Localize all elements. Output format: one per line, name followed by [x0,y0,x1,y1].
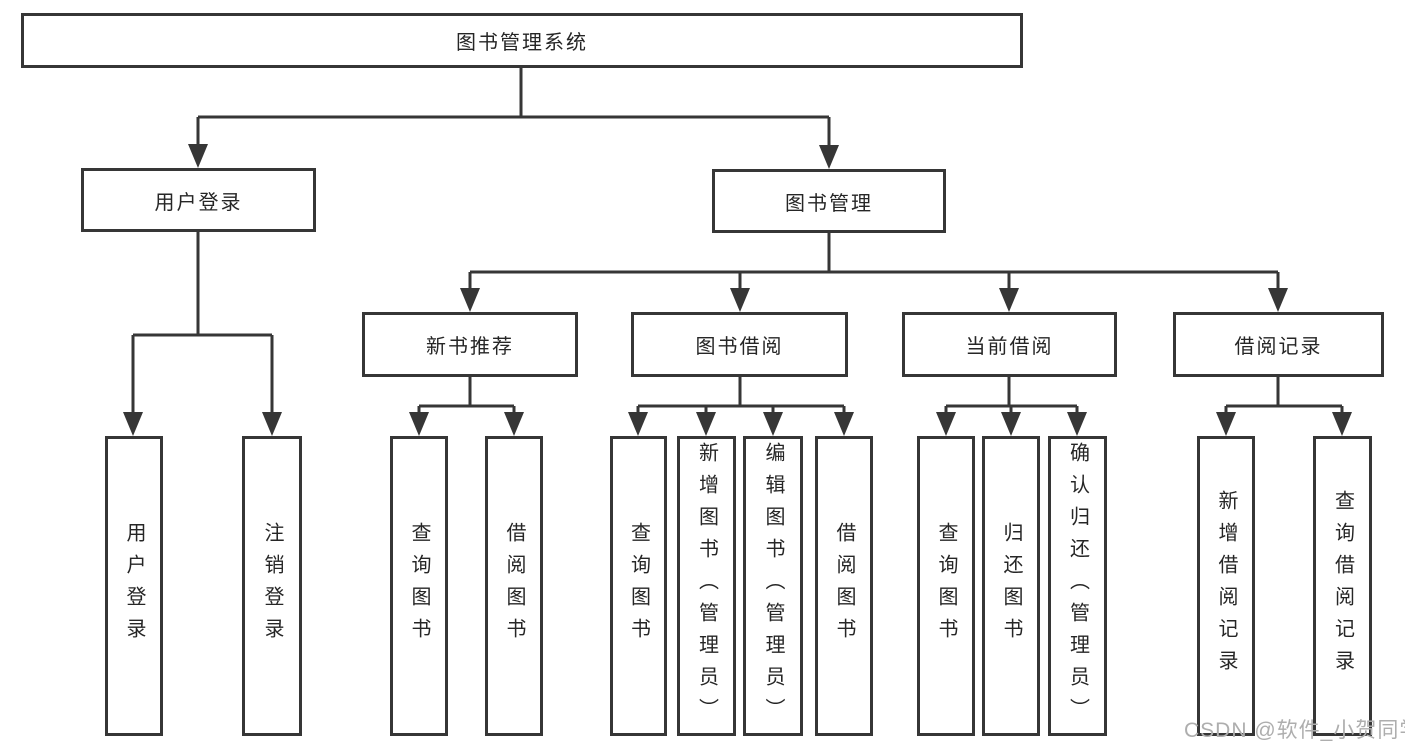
connector-borrow-records-branch [1216,377,1352,436]
node-book-management: 图书管理 [712,169,946,233]
arrowhead [1268,288,1288,312]
arrowhead [262,412,282,436]
arrowhead [460,288,480,312]
node-label: 注销登录 [261,522,283,650]
arrowhead [1001,412,1021,436]
node-label: 用户登录 [154,191,243,214]
leaf-query-books-current: 查询图书 [917,436,975,736]
leaf-borrow-books-recommend: 借阅图书 [485,436,543,736]
arrowhead [696,412,716,436]
leaf-add-book-admin: 新增图书（管理员） [677,436,736,736]
arrowhead [936,412,956,436]
connector-user-login-branch [123,232,282,436]
arrowhead [834,412,854,436]
node-label: 图书管理 [785,192,873,215]
connector-root-to-level2 [188,68,839,169]
node-library-system: 图书管理系统 [21,13,1023,68]
arrowhead [504,412,524,436]
node-label: 借阅图书 [833,522,855,650]
connector-new-book-recommend-branch [409,377,524,436]
node-label: 图书管理系统 [456,32,588,54]
arrowhead [730,288,750,312]
arrowhead [188,144,208,168]
leaf-return-books: 归还图书 [982,436,1040,736]
connector-current-borrow-branch [936,377,1087,436]
connector-book-borrow-branch [628,377,854,436]
node-label: 借阅记录 [1234,336,1323,358]
connector-book-management-branch [460,233,1288,312]
node-new-book-recommend: 新书推荐 [362,312,578,377]
csdn-watermark: CSDN @软件_小贺同学 [1184,719,1405,742]
arrowhead [763,412,783,436]
node-label: 归还图书 [1000,522,1022,650]
node-label: 查询图书 [935,522,957,650]
node-label: 确认归还（管理员） [1066,442,1089,730]
node-label: 当前借阅 [965,336,1054,358]
node-label: 图书借阅 [695,336,784,358]
leaf-confirm-return-admin: 确认归还（管理员） [1048,436,1107,736]
leaf-query-books-borrow: 查询图书 [610,436,667,736]
node-label: 编辑图书（管理员） [762,442,784,730]
node-label: 用户登录 [123,522,145,650]
leaf-query-books-recommend: 查询图书 [390,436,448,736]
arrowhead [1216,412,1236,436]
arrowhead [1067,412,1087,436]
arrowhead [819,145,839,169]
node-label: 借阅图书 [503,522,525,650]
leaf-logout: 注销登录 [242,436,302,736]
leaf-user-login: 用户登录 [105,436,163,736]
arrowhead [1332,412,1352,436]
node-user-login: 用户登录 [81,168,316,232]
node-label: 新增图书（管理员） [695,442,718,730]
node-borrow-records: 借阅记录 [1173,312,1384,377]
node-label: 查询图书 [408,522,430,650]
node-current-borrow: 当前借阅 [902,312,1117,377]
arrowhead [409,412,429,436]
arrowhead [628,412,648,436]
node-label: 新书推荐 [426,336,514,358]
arrowhead [999,288,1019,312]
node-label: 查询借阅记录 [1331,490,1354,682]
node-book-borrow: 图书借阅 [631,312,848,377]
leaf-query-borrow-record: 查询借阅记录 [1313,436,1372,736]
leaf-add-borrow-record: 新增借阅记录 [1197,436,1255,736]
leaf-edit-book-admin: 编辑图书（管理员） [743,436,803,736]
node-label: 新增借阅记录 [1215,490,1237,682]
leaf-borrow-books: 借阅图书 [815,436,873,736]
node-label: 查询图书 [627,522,650,650]
arrowhead [123,412,143,436]
